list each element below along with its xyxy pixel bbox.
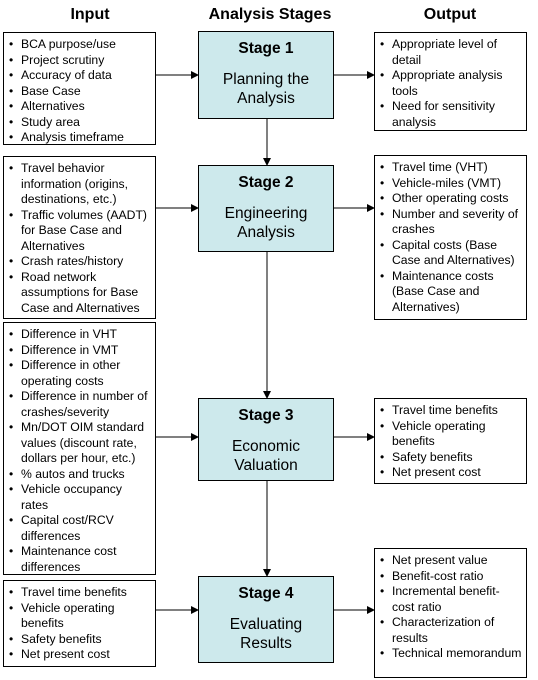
output-box-stage-1: Appropriate level of detail Appropriate … xyxy=(374,32,527,131)
output-item: Technical memorandum xyxy=(379,646,522,662)
output-item: Travel time benefits xyxy=(379,403,522,419)
input-item: Road network assumptions for Base Case a… xyxy=(8,270,151,317)
stage-3-box: Stage 3 Economic Valuation xyxy=(198,398,334,481)
input-item: Difference in number of crashes/severity xyxy=(8,389,151,420)
input-item: Safety benefits xyxy=(8,632,151,648)
stage-3-number: Stage 3 xyxy=(238,407,294,424)
input-item: Analysis timeframe xyxy=(8,130,151,146)
stage-1-number: Stage 1 xyxy=(238,40,294,57)
stage-1-title-line-2: Analysis xyxy=(237,90,295,107)
output-item: Maintenance costs (Base Case and Alterna… xyxy=(379,269,522,316)
input-item: Difference in VMT xyxy=(8,343,151,359)
stage-1-title-line-1: Planning the xyxy=(222,71,310,88)
output-column-header: Output xyxy=(423,6,477,23)
output-item: Net present cost xyxy=(379,465,522,481)
input-item: Travel behavior information (origins, de… xyxy=(8,161,151,208)
output-item: Safety benefits xyxy=(379,450,522,466)
input-item: Traffic volumes (AADT) for Base Case and… xyxy=(8,208,151,255)
input-item: Difference in VHT xyxy=(8,327,151,343)
input-item: Capital cost/RCV differences xyxy=(8,513,151,544)
input-item: Study area xyxy=(8,115,151,131)
stage-4-title-line-2: Results xyxy=(240,635,292,652)
output-item: Number and severity of crashes xyxy=(379,207,522,238)
output-item: Incremental benefit-cost ratio xyxy=(379,584,522,615)
stage-3-title-line-1: Economic xyxy=(231,438,301,455)
input-item: Net present cost xyxy=(8,647,151,663)
output-item: Appropriate level of detail xyxy=(379,37,522,68)
input-item: Base Case xyxy=(8,84,151,100)
stage-3-title-line-2: Valuation xyxy=(234,457,298,474)
input-item: Mn/DOT OIM standard values (discount rat… xyxy=(8,420,151,467)
output-item: Appropriate analysis tools xyxy=(379,68,522,99)
output-item: Vehicle-miles (VMT) xyxy=(379,176,522,192)
input-item: Travel time benefits xyxy=(8,585,151,601)
input-item: Project scrutiny xyxy=(8,53,151,69)
output-item: Net present value xyxy=(379,553,522,569)
input-box-stage-3: Difference in VHT Difference in VMT Diff… xyxy=(3,322,156,575)
stage-4-number: Stage 4 xyxy=(238,585,294,602)
input-item: Accuracy of data xyxy=(8,68,151,84)
output-item: Other operating costs xyxy=(379,191,522,207)
analysis-stages-column-header: Analysis Stages xyxy=(208,6,332,23)
output-item: Capital costs (Base Case and Alternative… xyxy=(379,238,522,269)
input-item: Maintenance cost differences xyxy=(8,544,151,575)
stage-2-number: Stage 2 xyxy=(238,174,294,191)
stage-4-box: Stage 4 Evaluating Results xyxy=(198,576,334,663)
stage-2-title-line-1: Engineering xyxy=(224,205,308,222)
output-item: Travel time (VHT) xyxy=(379,160,522,176)
input-box-stage-2: Travel behavior information (origins, de… xyxy=(3,156,156,319)
input-item: % autos and trucks xyxy=(8,467,151,483)
output-box-stage-4: Net present value Benefit-cost ratio Inc… xyxy=(374,548,527,678)
input-column-header: Input xyxy=(70,6,110,23)
output-item: Characterization of results xyxy=(379,615,522,646)
input-box-stage-1: BCA purpose/use Project scrutiny Accurac… xyxy=(3,32,156,145)
input-item: Difference in other operating costs xyxy=(8,358,151,389)
output-item: Vehicle operating benefits xyxy=(379,419,522,450)
stage-1-box: Stage 1 Planning the Analysis xyxy=(198,31,334,119)
output-item: Need for sensitivity analysis xyxy=(379,99,522,130)
input-item: Alternatives xyxy=(8,99,151,115)
input-item: Vehicle operating benefits xyxy=(8,601,151,632)
stage-2-box: Stage 2 Engineering Analysis xyxy=(198,165,334,252)
input-item: BCA purpose/use xyxy=(8,37,151,53)
output-item: Benefit-cost ratio xyxy=(379,569,522,585)
input-item: Vehicle occupancy rates xyxy=(8,482,151,513)
stage-4-title-line-1: Evaluating xyxy=(229,616,303,633)
input-box-stage-4: Travel time benefits Vehicle operating b… xyxy=(3,580,156,667)
stage-2-title-line-2: Analysis xyxy=(237,224,295,241)
output-box-stage-3: Travel time benefits Vehicle operating b… xyxy=(374,398,527,484)
output-box-stage-2: Travel time (VHT) Vehicle-miles (VMT) Ot… xyxy=(374,155,527,320)
input-item: Crash rates/history xyxy=(8,254,151,270)
